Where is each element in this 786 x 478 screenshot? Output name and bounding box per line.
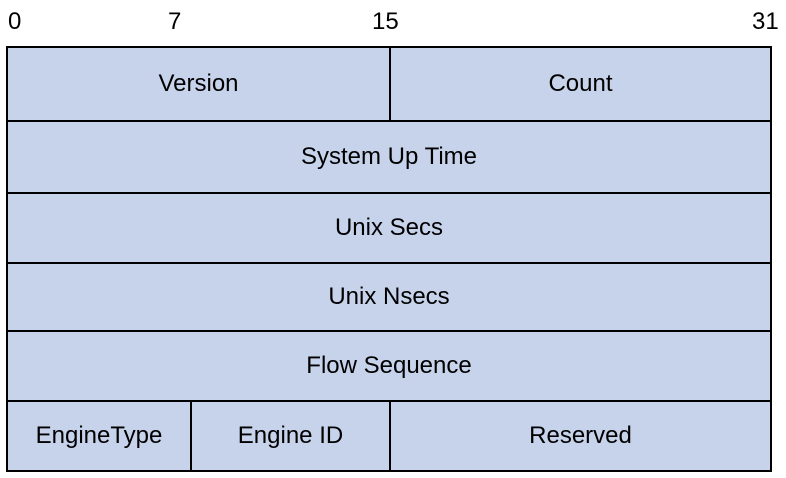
header-row-unix-secs: Unix Secs bbox=[6, 192, 772, 264]
header-row-flow-sequence: Flow Sequence bbox=[6, 330, 772, 402]
header-row-unix-nsecs: Unix Nsecs bbox=[6, 262, 772, 332]
field-reserved: Reserved bbox=[389, 400, 772, 472]
field-engine-type: EngineType bbox=[6, 400, 192, 472]
field-unix-secs: Unix Secs bbox=[6, 192, 772, 264]
field-system-up-time: System Up Time bbox=[6, 120, 772, 194]
bit-label-15: 15 bbox=[372, 8, 399, 35]
field-version: Version bbox=[6, 46, 391, 122]
header-row-engine-reserved: EngineType Engine ID Reserved bbox=[6, 400, 772, 472]
field-unix-nsecs: Unix Nsecs bbox=[6, 262, 772, 332]
field-engine-id: Engine ID bbox=[190, 400, 391, 472]
bit-label-7: 7 bbox=[168, 8, 182, 35]
field-count: Count bbox=[389, 46, 772, 122]
field-flow-sequence: Flow Sequence bbox=[6, 330, 772, 402]
bit-label-0: 0 bbox=[8, 8, 22, 35]
header-row-system-up-time: System Up Time bbox=[6, 120, 772, 194]
header-row-version-count: Version Count bbox=[6, 46, 772, 122]
bit-label-31: 31 bbox=[752, 8, 779, 35]
